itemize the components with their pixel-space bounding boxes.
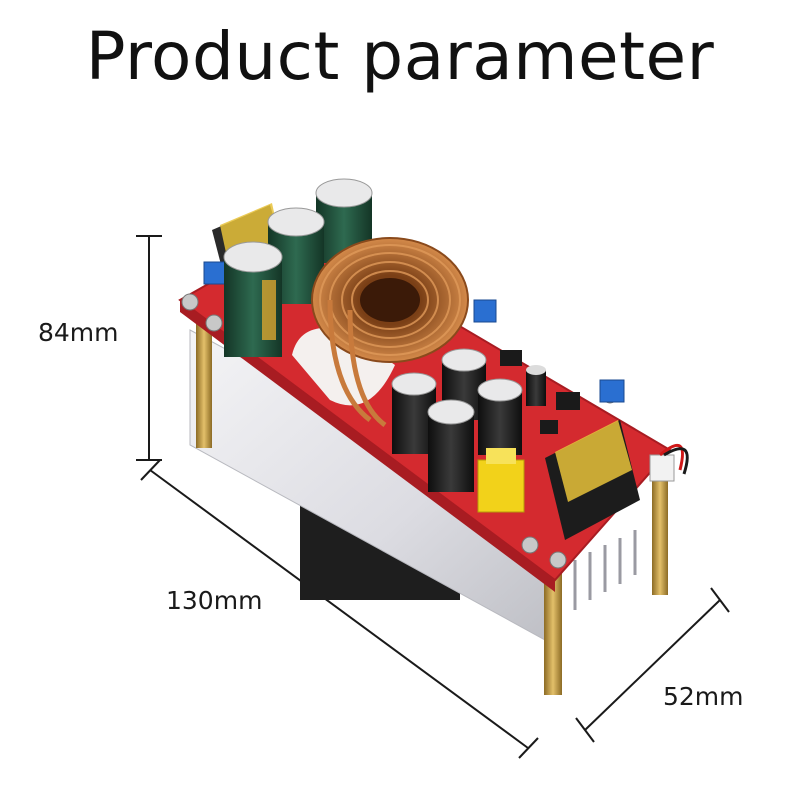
capacitor-black: [477, 378, 523, 455]
blade-fuse: [477, 448, 525, 513]
standoff-pin: [652, 470, 668, 595]
screw: [181, 293, 199, 311]
standoff-pin: [544, 560, 562, 695]
potentiometer: [599, 379, 625, 403]
output-terminal-cover: [555, 420, 632, 502]
dimension-length-label: 130mm: [166, 586, 263, 615]
screw: [521, 536, 539, 554]
standoff-pin: [196, 320, 212, 448]
capacitor-black: [427, 399, 475, 492]
fan-wire: [663, 447, 689, 475]
ic-chip: [500, 350, 522, 366]
ic-chip: [540, 420, 558, 434]
potentiometer: [473, 299, 497, 323]
pcb-edge: [180, 300, 555, 592]
page-title: Product parameter: [85, 18, 715, 95]
dimension-height-label: 84mm: [38, 318, 119, 347]
dimension-length-line: [140, 459, 539, 759]
dimension-width-label: 52mm: [663, 682, 744, 711]
capacitor-green: [223, 241, 283, 357]
heatsink-fins: [573, 530, 637, 610]
potentiometer: [203, 261, 227, 285]
screw: [549, 551, 567, 569]
dimension-width-line: [575, 587, 730, 743]
ic-chip: [556, 392, 580, 410]
screw: [205, 314, 223, 332]
capacitor-small: [526, 365, 546, 406]
dimension-height-line: [136, 235, 162, 461]
toroid-inductor: [311, 237, 469, 428]
fan-wire: [659, 443, 684, 471]
fan-connector: [649, 454, 675, 482]
